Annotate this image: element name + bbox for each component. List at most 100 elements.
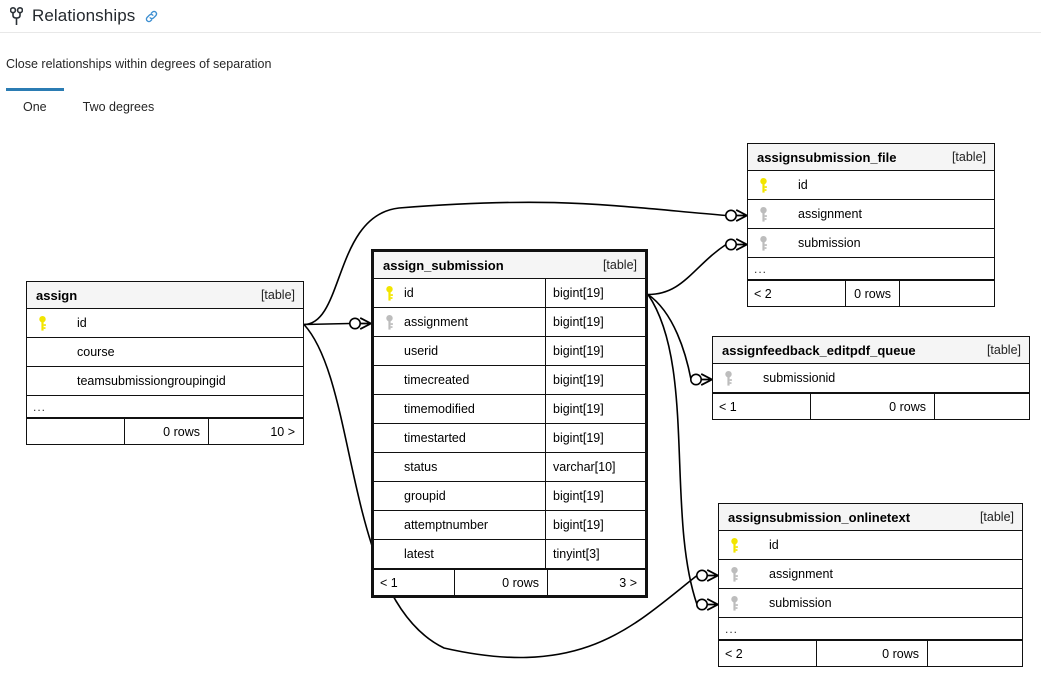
field-name-cell: attemptnumber bbox=[374, 511, 545, 539]
field-name: course bbox=[77, 345, 115, 359]
entity-name: assign_submission bbox=[383, 257, 504, 273]
footer-next-page[interactable] bbox=[899, 281, 994, 306]
entity-title: assignsubmission_file[table] bbox=[748, 144, 994, 171]
truncation-mark: ... bbox=[33, 399, 47, 414]
field-type: bigint[19] bbox=[545, 482, 645, 510]
entity-field-row[interactable]: assignment bbox=[748, 200, 994, 229]
field-name: id bbox=[77, 316, 87, 330]
entity-field-row[interactable]: timestarted bigint[19] bbox=[374, 424, 645, 453]
entity-field-row[interactable]: status varchar[10] bbox=[374, 453, 645, 482]
footer-rowcount: 0 rows bbox=[816, 641, 927, 666]
cardinality-zero-marker bbox=[724, 209, 737, 222]
footer-next-page[interactable]: 10 > bbox=[208, 419, 303, 444]
field-name-cell: submission bbox=[748, 229, 994, 257]
link-chain-icon[interactable] bbox=[144, 9, 159, 24]
foreign-key-icon bbox=[725, 595, 743, 611]
degree-tabs: One Two degrees bbox=[6, 88, 173, 124]
field-name: submission bbox=[798, 236, 861, 250]
relationship-line bbox=[647, 243, 727, 296]
tab-two-degrees[interactable]: Two degrees bbox=[82, 100, 155, 114]
entity-field-row[interactable]: attemptnumber bigint[19] bbox=[374, 511, 645, 540]
field-name: id bbox=[404, 286, 414, 300]
field-name: attemptnumber bbox=[404, 518, 489, 532]
footer-prev-page[interactable]: < 2 bbox=[725, 646, 743, 661]
footer-next-page[interactable]: 3 > bbox=[547, 570, 645, 595]
field-type: bigint[19] bbox=[545, 337, 645, 365]
cardinality-many-marker bbox=[706, 598, 719, 611]
field-name-cell: id bbox=[27, 309, 303, 337]
entity-field-row[interactable]: submission bbox=[719, 589, 1022, 618]
footer-next-page[interactable] bbox=[927, 641, 1022, 666]
field-name: id bbox=[798, 178, 808, 192]
foreign-key-icon bbox=[725, 566, 743, 582]
entity-field-row[interactable]: id bbox=[719, 531, 1022, 560]
entity-truncation-row: ... bbox=[719, 618, 1022, 640]
entity-field-row[interactable]: teamsubmissiongroupingid bbox=[27, 367, 303, 396]
field-name-cell: course bbox=[27, 338, 303, 366]
footer-rowcount: 0 rows bbox=[845, 281, 899, 306]
page-header: Relationships bbox=[0, 0, 1041, 33]
tab-one[interactable]: One bbox=[6, 88, 64, 124]
field-name: id bbox=[769, 538, 779, 552]
field-name-cell: groupid bbox=[374, 482, 545, 510]
field-name: latest bbox=[404, 547, 434, 561]
field-type: bigint[19] bbox=[545, 511, 645, 539]
field-name: timestarted bbox=[404, 431, 466, 445]
primary-key-icon bbox=[754, 177, 772, 193]
cardinality-zero-marker bbox=[724, 238, 737, 251]
entity-field-row[interactable]: assignment bbox=[719, 560, 1022, 589]
entity-field-row[interactable]: submissionid bbox=[713, 364, 1029, 393]
field-type: varchar[10] bbox=[545, 453, 645, 481]
foreign-key-icon bbox=[754, 235, 772, 251]
entity-field-row[interactable]: id bbox=[748, 171, 994, 200]
entity-field-row[interactable]: course bbox=[27, 338, 303, 367]
entity-assign[interactable]: assign[table] id course teamsubmissiongroup… bbox=[26, 281, 304, 445]
entity-truncation-row: ... bbox=[27, 396, 303, 418]
entity-field-row[interactable]: id bbox=[27, 309, 303, 338]
cardinality-many-marker bbox=[359, 317, 372, 330]
cardinality-many-marker bbox=[735, 238, 748, 251]
entity-title: assignfeedback_editpdf_queue[table] bbox=[713, 337, 1029, 364]
field-name: timemodified bbox=[404, 402, 475, 416]
entity-field-row[interactable]: submission bbox=[748, 229, 994, 258]
entity-name: assignsubmission_onlinetext bbox=[728, 509, 911, 525]
cardinality-many-marker bbox=[735, 209, 748, 222]
footer-prev-page[interactable] bbox=[27, 419, 124, 444]
footer-prev-page[interactable]: < 1 bbox=[380, 575, 398, 590]
entity-kind: [table] bbox=[602, 258, 637, 272]
footer-prev-page[interactable]: < 1 bbox=[719, 399, 737, 414]
section-subtitle: Close relationships within degrees of se… bbox=[6, 57, 272, 71]
footer-next-page[interactable] bbox=[934, 394, 1029, 419]
relationship-line bbox=[647, 293, 692, 380]
field-name-cell: latest bbox=[374, 540, 545, 568]
footer-prev-page[interactable]: < 2 bbox=[754, 286, 772, 301]
field-name-cell: status bbox=[374, 453, 545, 481]
entity-kind: [table] bbox=[951, 150, 986, 164]
entity-title: assign[table] bbox=[27, 282, 303, 309]
cardinality-zero-marker bbox=[689, 373, 702, 386]
entity-assignsubmission_file[interactable]: assignsubmission_file[table]id assignment… bbox=[747, 143, 995, 307]
cardinality-zero-marker bbox=[695, 598, 708, 611]
field-name-cell: teamsubmissiongroupingid bbox=[27, 367, 303, 395]
entity-kind: [table] bbox=[986, 343, 1021, 357]
field-name: submissionid bbox=[763, 371, 836, 385]
field-name-cell: assignment bbox=[719, 560, 1022, 588]
field-type: bigint[19] bbox=[545, 424, 645, 452]
field-name-cell: id bbox=[719, 531, 1022, 559]
entity-assignfeedback_editpdf_queue[interactable]: assignfeedback_editpdf_queue[table]submi… bbox=[712, 336, 1030, 420]
truncation-mark: ... bbox=[754, 261, 768, 276]
field-name: status bbox=[404, 460, 438, 474]
